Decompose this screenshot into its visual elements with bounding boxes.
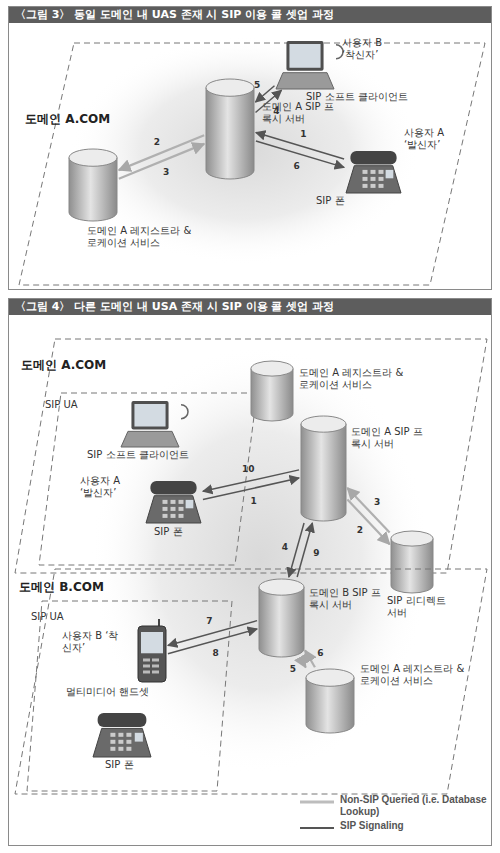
domain-region: SIP UASIP 소프트 클라이언트사용자 A ‘발신자’SIP 폰	[39, 393, 257, 565]
node-label: 도메인 A SIP 프록시 서버	[351, 426, 427, 450]
laptop-client-shape	[121, 401, 179, 447]
step-number: 2	[154, 137, 160, 147]
node-label: 사용자 B ‘착신자’	[342, 37, 396, 61]
sip-phone: SIP 폰	[93, 713, 151, 757]
sip-phone-shape	[146, 481, 201, 523]
legend-item: SIP Signaling	[300, 820, 488, 846]
server-cylinder-shape	[306, 669, 354, 733]
signal-arrow	[256, 141, 344, 167]
domain-region: 도메인 B.COMSIP UA사용자 B ‘착신자’멀티미디어 핸드셋SIP 폰…	[15, 569, 487, 794]
domain-region: 도메인 A.COM 도메인 A 레지스트라 & 로케이션 서비스 도메인 A SIP…	[19, 43, 485, 285]
mobile-handset-shape	[138, 626, 166, 682]
step-number: 6	[317, 648, 323, 658]
node-label: SIP 폰	[105, 759, 165, 771]
server-cylinder-shape	[251, 361, 293, 421]
signal-arrow	[297, 523, 312, 577]
domain-label: 도메인 A.COM	[21, 359, 131, 371]
glow	[70, 35, 420, 265]
query-arrow	[119, 144, 204, 179]
node-label: 도메인 A 레지스트라 & 로케이션 서비스	[87, 225, 195, 249]
node-label: 사용자 A ‘발신자’	[404, 127, 458, 151]
signal-arrow	[256, 133, 344, 159]
step-number: 4	[273, 106, 279, 116]
node-label: SIP 소프트 클라이언트	[87, 449, 217, 461]
figure-title: 〈그림 4〉 다른 도메인 내 USA 존재 시 SIP 이용 콜 셋업 과정	[9, 299, 491, 315]
server-cylinder: 도메인 A 레지스트라 & 로케이션 서비스	[69, 149, 117, 221]
step-number: 3	[374, 497, 380, 507]
step-number: 7	[206, 616, 212, 626]
legend-text: Non-SIP Queried (i.e. Database Lookup)	[340, 794, 488, 818]
server-cylinder-shape	[301, 416, 346, 521]
server-cylinder: SIP 리디렉트 서버	[391, 531, 433, 593]
legend-text: SIP Signaling	[340, 820, 488, 832]
domain-region: SIP UA사용자 B ‘착신자’멀티미디어 핸드셋SIP 폰	[27, 601, 232, 791]
node-label: 도메인 A 레지스트라 & 로케이션 서비스	[299, 367, 407, 391]
sip-phone: 사용자 A ‘발신자’SIP 폰	[346, 151, 401, 193]
node-label: 멀티미디어 핸드셋	[66, 686, 186, 698]
server-cylinder: 도메인 A SIP 프록시 서버	[206, 79, 254, 179]
server-cylinder-shape	[391, 531, 433, 593]
server-cylinder-shape	[206, 79, 254, 179]
signal-arrow	[168, 621, 257, 646]
node-label: 사용자 A ‘발신자’	[80, 475, 136, 499]
query-arrow	[119, 135, 204, 170]
query-arrow	[347, 488, 389, 533]
domain-label: 도메인 B.COM	[19, 581, 129, 593]
sip-phone-shape	[93, 713, 151, 757]
legend-line-sample	[300, 824, 334, 832]
laptop-client-shape	[276, 41, 334, 89]
query-arrow	[347, 500, 389, 545]
domain-label: 도메인 A.COM	[25, 113, 135, 125]
legend-item: Non-SIP Queried (i.e. Database Lookup)	[300, 794, 488, 820]
mobile-handset: 사용자 B ‘착신자’멀티미디어 핸드셋	[138, 626, 166, 682]
node-label: 도메인 B SIP 프록시 서버	[309, 587, 385, 611]
node-label: SIP 리디렉트 서버	[387, 595, 457, 619]
ua-label: SIP UA	[31, 611, 91, 623]
step-number: 6	[293, 161, 299, 171]
step-number: 9	[313, 548, 319, 558]
query-arrow	[305, 650, 315, 667]
server-cylinder-shape	[69, 149, 117, 221]
server-cylinder: 도메인 A SIP 프록시 서버	[301, 416, 346, 521]
glow	[90, 345, 430, 775]
step-number: 10	[242, 464, 255, 474]
signal-arrow	[168, 629, 257, 654]
server-cylinder: 도메인 A 레지스트라 & 로케이션 서비스	[251, 361, 293, 421]
laptop-client: SIP 소프트 클라이언트	[121, 401, 179, 447]
node-label: 사용자 B ‘착신자’	[62, 630, 128, 654]
laptop-client: 사용자 B ‘착신자’SIP 소프트 클라이언트	[276, 41, 334, 89]
node-label: 도메인 A 레지스트라 & 로케이션 서비스	[360, 663, 468, 687]
step-number: 3	[163, 167, 169, 177]
query-arrow	[301, 659, 306, 668]
legend: Non-SIP Queried (i.e. Database Lookup) SI…	[300, 794, 488, 846]
step-number: 8	[213, 648, 219, 658]
server-cylinder: 도메인 A 레지스트라 & 로케이션 서비스	[306, 669, 354, 733]
node-label: SIP 폰	[316, 195, 376, 207]
figure-panel: 〈그림 4〉 다른 도메인 내 USA 존재 시 SIP 이용 콜 셋업 과정도…	[8, 298, 492, 846]
figure-panel: 〈그림 3〉 동일 도메인 내 UAS 존재 시 SIP 이용 콜 셋업 과정도…	[8, 6, 492, 290]
ua-label: SIP UA	[45, 399, 105, 411]
figure-title: 〈그림 3〉 동일 도메인 내 UAS 존재 시 SIP 이용 콜 셋업 과정	[9, 7, 491, 23]
legend-line-sample	[300, 798, 334, 806]
node-label: SIP 소프트 클라이언트	[306, 91, 436, 103]
step-number: 1	[300, 129, 306, 139]
step-number: 4	[282, 542, 288, 552]
sip-phone: 사용자 A ‘발신자’SIP 폰	[146, 481, 201, 523]
server-cylinder: 도메인 B SIP 프록시 서버	[259, 579, 304, 657]
step-number: 5	[254, 80, 260, 90]
step-number: 1	[250, 496, 256, 506]
step-number: 5	[290, 664, 296, 674]
server-cylinder-shape	[259, 579, 304, 657]
node-label: SIP 폰	[154, 526, 214, 538]
sip-phone-shape	[346, 151, 401, 193]
step-number: 2	[357, 525, 363, 535]
signal-arrow	[289, 523, 304, 577]
